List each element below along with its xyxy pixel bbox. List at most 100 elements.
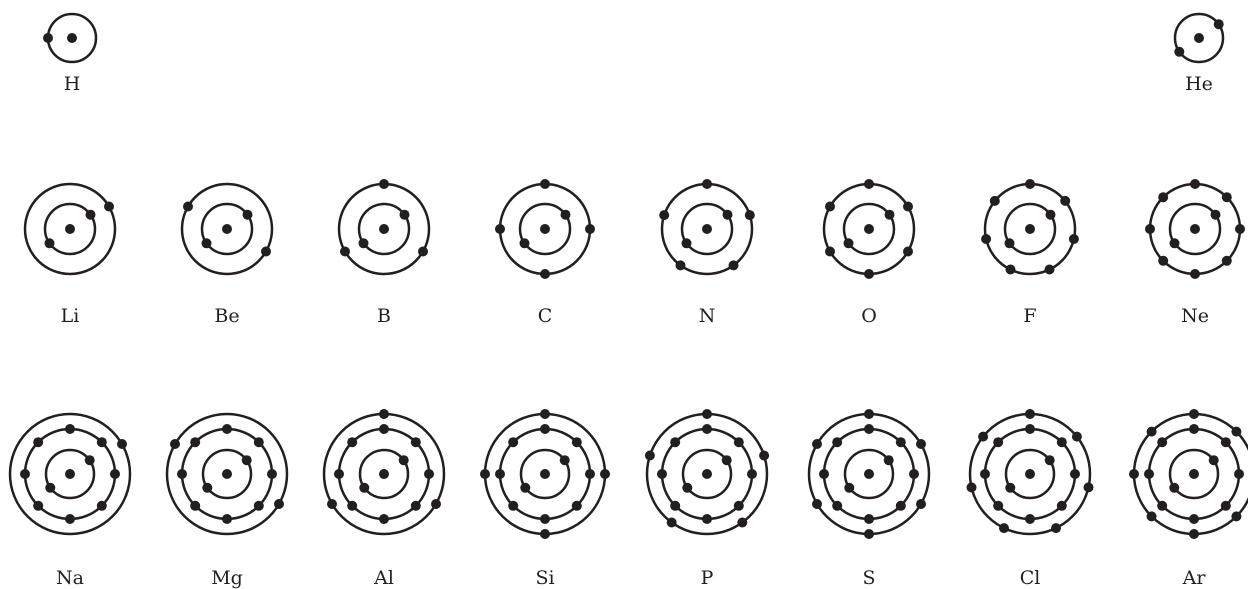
atom-label: Be [214,305,239,327]
electron [572,501,582,511]
electron [177,469,187,479]
electron [508,501,518,511]
electron [734,501,744,511]
atom-mg: Mg [167,414,287,589]
electron [1057,437,1067,447]
electron [844,483,854,493]
electron [65,424,75,434]
electron [1214,19,1224,29]
electron [170,439,180,449]
electron [864,514,874,524]
electron [670,501,680,511]
atom-label: Ne [1181,305,1209,327]
electron [379,514,389,524]
electron [1051,523,1061,533]
electron [676,260,686,270]
electron [729,260,739,270]
electron [1145,224,1155,234]
electron [745,210,755,220]
electron [190,437,200,447]
electron [1157,437,1167,447]
electron [723,210,733,220]
electron [1045,455,1055,465]
electron [702,424,712,434]
electron [520,483,530,493]
electron [431,499,441,509]
electron [45,483,55,493]
nucleus [222,224,232,234]
electron [1025,409,1035,419]
nucleus [1189,469,1199,479]
atom-o: O [824,179,914,327]
atom-label: Na [56,567,84,589]
electron [1025,424,1035,434]
electron [274,499,284,509]
electron [667,518,677,528]
nucleus [540,224,550,234]
electron [480,469,490,479]
nucleus [1025,469,1035,479]
nucleus [1190,224,1200,234]
electron [1170,238,1180,248]
electron [202,238,212,248]
electron [1084,482,1094,492]
electron [1158,192,1168,202]
electron [585,469,595,479]
electron [540,179,550,189]
electron [190,501,200,511]
electron [399,455,409,465]
electron [202,483,212,493]
electron [993,501,1003,511]
atom-p: P [645,409,769,589]
electron [540,529,550,539]
electron [424,469,434,479]
atom-label: He [1185,73,1213,95]
atom-n: N [659,179,755,327]
electron [682,238,692,248]
electron [110,469,120,479]
electron [411,437,421,447]
electron [981,234,991,244]
atom-label: S [862,567,875,589]
atom-be: Be [182,184,272,327]
electron [222,424,232,434]
electron [97,437,107,447]
atom-f: F [981,179,1079,327]
nucleus [379,224,389,234]
electron [980,469,990,479]
electron [825,247,835,257]
electron [495,469,505,479]
electron [1069,234,1079,244]
electron [45,238,55,248]
atom-label: P [701,567,714,589]
electron [825,202,835,212]
nucleus [67,33,77,43]
electron [1222,256,1232,266]
electron [864,424,874,434]
atom-he: He [1174,14,1223,95]
electron [540,409,550,419]
electron [1189,514,1199,524]
electron [1190,269,1200,279]
nucleus [379,469,389,479]
nucleus [222,469,232,479]
electron [702,514,712,524]
electron [585,224,595,234]
electron [104,202,114,212]
electron [495,224,505,234]
atom-b: B [339,179,429,327]
electron [864,269,874,279]
electron [1060,196,1070,206]
electron [254,501,264,511]
electron [65,514,75,524]
electron [734,437,744,447]
electron [1025,179,1035,189]
atom-label: O [861,305,877,327]
electron [916,439,926,449]
electron [657,469,667,479]
electron [896,501,906,511]
electron [254,437,264,447]
electron [86,210,96,220]
electron [1045,265,1055,275]
